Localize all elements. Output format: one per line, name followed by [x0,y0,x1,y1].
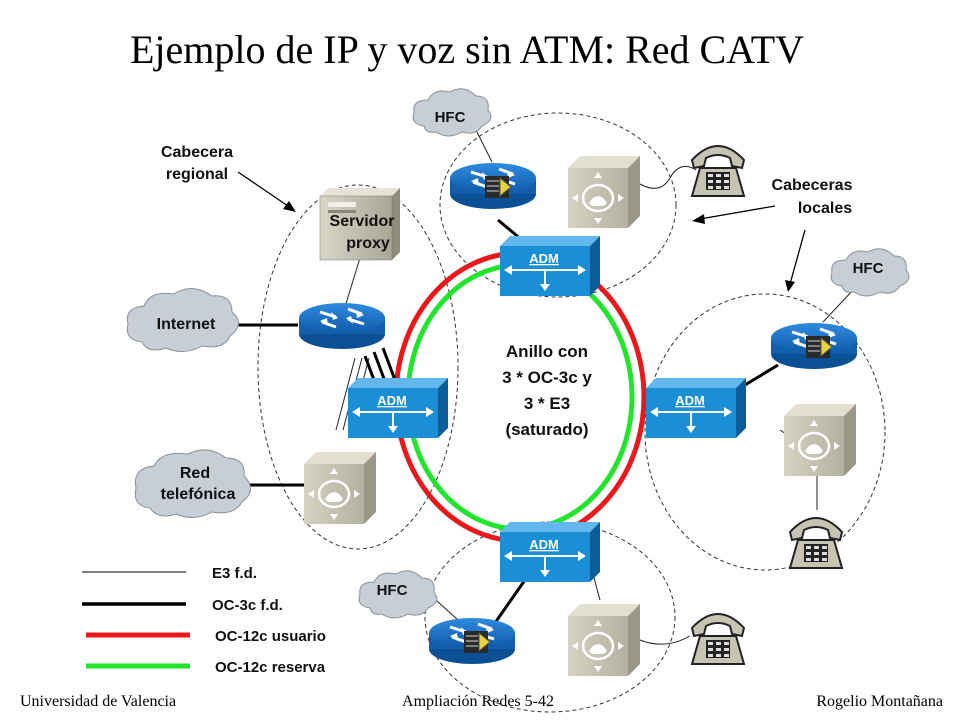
adm-right-label: ADM [675,393,705,408]
red-telefonica-label-1: Red [180,465,210,482]
ring-label-3: 3 * E3 [524,394,570,413]
voice-gateway-bottom [566,602,642,678]
hfc-right-label: HFC [853,260,884,277]
local-router-bottom [429,618,515,664]
adm-left: ADM [347,377,449,439]
local-router-top [450,163,536,209]
ring-label-4: (saturado) [505,420,588,439]
adm-right: ADM [645,377,747,439]
local-headend-right-boundary [644,293,886,571]
internet-label: Internet [157,316,216,333]
footer-left: Universidad de Valencia [20,693,176,710]
hfc-bottom-label: HFC [377,582,408,599]
voice-gateway-right [782,402,858,478]
arrow-cabecera-regional [237,171,296,212]
cabeceras-locales-label-1: Cabeceras [772,177,853,194]
regional-headend-boundary [257,184,459,550]
arrow-cabeceras-locales [692,205,806,292]
hfc-cloud-right: HFC [830,248,910,297]
regional-router [297,301,387,351]
local-headend-top-boundary [439,112,677,298]
proxy-server [319,188,400,261]
cabecera-regional-label-1: Cabecera [161,144,233,161]
footer-center: Ampliación Redes 5-42 [402,693,554,710]
local-router-right [771,323,857,369]
cabecera-regional-label-2: regional [166,166,228,183]
telephone-icon-top [691,145,745,197]
ring-label-1: Anillo con [506,342,588,361]
legend-label-oc3c: OC-3c f.d. [212,597,283,614]
telephone-icon-bottom [691,613,745,665]
hfc-cloud-top: HFC [412,88,492,137]
hfc-cloud-bottom: HFC [358,570,438,619]
hfc-top-label: HFC [435,109,466,126]
adm-left-label: ADM [377,393,407,408]
adm-bottom-label: ADM [529,537,559,552]
legend-label-e3: E3 f.d. [212,565,257,582]
telephone-icon-right [789,517,843,569]
adm-bottom: ADM [499,521,601,583]
voice-gateway-regional [302,450,378,526]
adm-top-label: ADM [529,251,559,266]
legend-label-oc12c-usuario: OC-12c usuario [215,628,326,645]
cabeceras-locales-label-2: locales [798,200,852,217]
legend-label-oc12c-reserva: OC-12c reserva [215,659,326,676]
legend: E3 f.d. OC-3c f.d. OC-12c usuario OC-12c… [82,565,326,676]
ring-label-2: 3 * OC-3c y [502,368,592,387]
page-title: Ejemplo de IP y voz sin ATM: Red CATV [130,27,804,72]
telephone-network-cloud: Red telefónica [134,449,251,518]
red-telefonica-label-2: telefónica [161,486,236,503]
footer-right: Rogelio Montañana [816,693,943,710]
servidor-proxy-label-2: proxy [346,235,390,252]
internet-cloud: Internet [126,288,239,352]
servidor-proxy-label-1: Servidor [330,213,395,230]
adm-top: ADM [499,235,601,297]
voice-gateway-top [566,154,642,230]
